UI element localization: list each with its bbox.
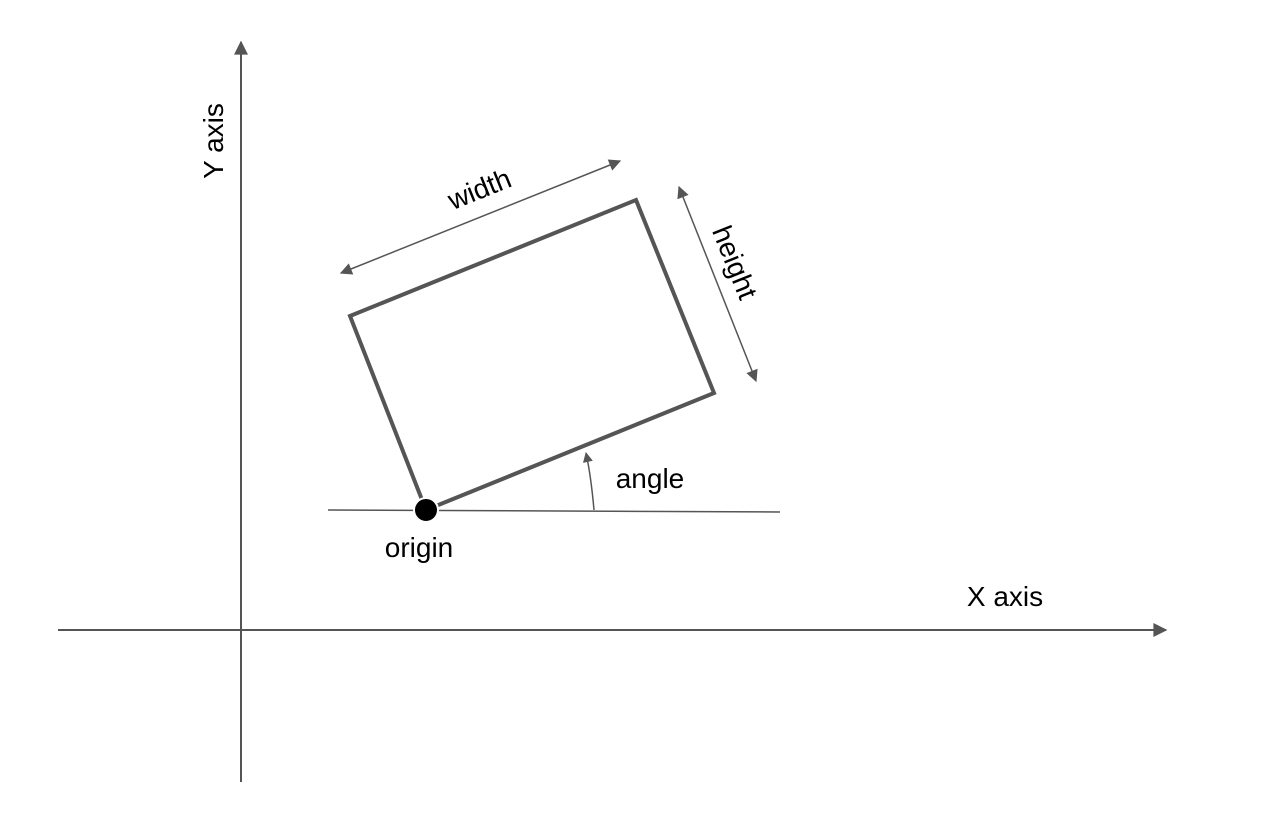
angle-label: angle — [616, 463, 685, 494]
width-dimension-arrow — [339, 159, 622, 275]
angle-arc — [583, 452, 595, 511]
height-dimension-arrow — [677, 185, 758, 383]
origin-point — [413, 497, 439, 523]
x-axis-label: X axis — [967, 581, 1043, 612]
width-label: width — [442, 163, 515, 217]
y-axis-label: Y axis — [198, 103, 229, 179]
height-label: height — [706, 221, 763, 304]
origin-label: origin — [385, 532, 453, 563]
baseline — [327, 509, 781, 513]
rotated-rectangle — [347, 197, 717, 513]
